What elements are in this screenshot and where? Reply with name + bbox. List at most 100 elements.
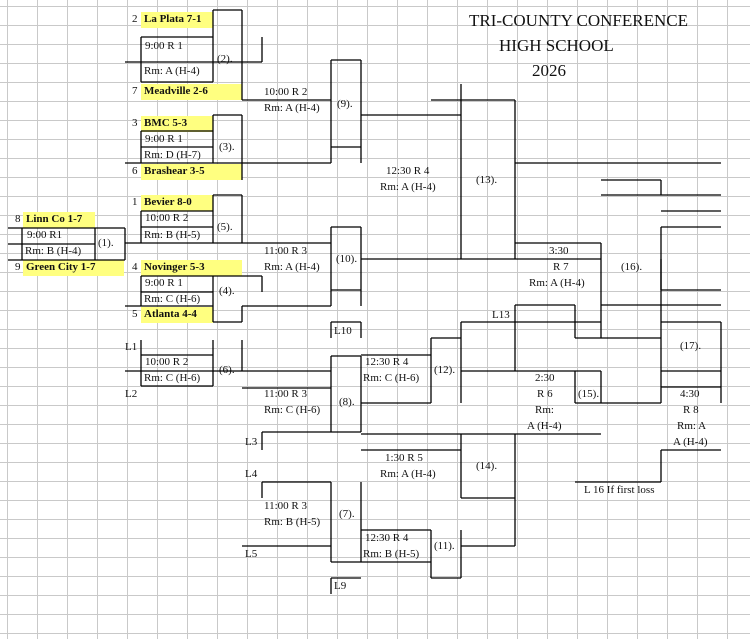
game-6-room: Rm: C (H-6) — [144, 372, 201, 384]
game-4-box — [125, 275, 331, 323]
loser-label-l1: L1 — [125, 341, 138, 353]
loser-label-l13: L13 — [492, 309, 510, 321]
game-1-number: (1). — [98, 237, 114, 249]
game-9-time: 10:00 R 2 — [264, 86, 308, 98]
game-17-box — [660, 322, 722, 403]
game-3-time: 9:00 R 1 — [145, 133, 183, 145]
game-13-number: (13). — [476, 174, 498, 186]
game-4-time: 9:00 R 1 — [145, 277, 183, 289]
game-6-time: 10:00 R 2 — [145, 356, 189, 368]
game-5-box — [125, 194, 331, 244]
game-11-room: Rm: B (H-5) — [363, 548, 420, 560]
game-4-number: (4). — [219, 285, 235, 297]
team-bmc: BMC 5-3 — [141, 116, 213, 132]
game-15-box — [515, 305, 661, 404]
team-atlanta: Atlanta 4-4 — [141, 307, 213, 323]
team-la-plata: La Plata 7-1 — [141, 12, 213, 28]
game-13-time: 12:30 R 4 — [386, 165, 430, 177]
game-14-number: (14). — [476, 460, 498, 472]
game-12-room: Rm: C (H-6) — [363, 372, 420, 384]
game-7-time: 11:00 R 3 — [264, 500, 307, 512]
team-bevier: Bevier 8-0 — [141, 195, 213, 211]
seed-7: 7 — [132, 85, 138, 97]
game-4-room: Rm: C (H-6) — [144, 293, 201, 305]
loser-label-l16: L 16 If first loss — [584, 484, 655, 496]
loser-label-l9: L9 — [334, 580, 347, 592]
game-11-box — [361, 530, 515, 579]
game-5-room: Rm: B (H-5) — [144, 229, 201, 241]
game-5-time: 10:00 R 2 — [145, 212, 189, 224]
game-9-number: (9). — [337, 98, 353, 110]
game-6-number: (6). — [219, 364, 235, 376]
team-novinger: Novinger 5-3 — [141, 260, 242, 276]
game-7-number: (7). — [339, 508, 355, 520]
game-14-time: 1:30 R 5 — [385, 452, 423, 464]
team-meadville: Meadville 2-6 — [141, 84, 242, 100]
game-15-rm: Rm: — [535, 404, 554, 416]
game-1-time: 9:00 R1 — [27, 229, 63, 241]
game-14-box — [361, 433, 601, 546]
loser-label-l2: L2 — [125, 388, 138, 400]
game-3-room: Rm: D (H-7) — [144, 149, 201, 161]
game-11-number: (11). — [434, 540, 455, 552]
game-17-number: (17). — [680, 340, 702, 352]
game-17-time: 4:30 — [680, 388, 700, 400]
game-2-box — [125, 9, 263, 100]
game-17-round: R 8 — [683, 404, 699, 416]
team-linn-co: Linn Co 1-7 — [23, 212, 95, 228]
seed-1: 1 — [132, 196, 138, 208]
game-8-time: 11:00 R 3 — [264, 388, 307, 400]
game-16-time: 3:30 — [549, 245, 569, 257]
title-line-3: 2026 — [532, 61, 566, 80]
game-12-time: 12:30 R 4 — [365, 356, 409, 368]
loser-label-l3: L3 — [245, 436, 258, 448]
seed-6: 6 — [132, 165, 138, 177]
seed-3: 3 — [132, 117, 138, 129]
game-8-room: Rm: C (H-6) — [264, 404, 321, 416]
game-15-number: (15). — [578, 388, 600, 400]
game-16-number: (16). — [621, 261, 643, 273]
game-3-number: (3). — [219, 141, 235, 153]
game-12-box — [361, 304, 601, 403]
loser-label-l10: L10 — [334, 325, 352, 337]
game-7-room: Rm: B (H-5) — [264, 516, 321, 528]
game-17-room: A (H-4) — [673, 436, 708, 448]
game-15-time: 2:30 — [535, 372, 555, 384]
game-7-box — [242, 481, 431, 594]
game-12-number: (12). — [434, 364, 456, 376]
game-14-room: Rm: A (H-4) — [380, 468, 436, 480]
loser-label-l4: L4 — [245, 468, 258, 480]
game-9-box — [242, 59, 515, 163]
game-1-room: Rm: B (H-4) — [25, 245, 82, 257]
game-10-time: 11:00 R 3 — [264, 245, 307, 257]
game-17-rm: Rm: A — [677, 420, 707, 432]
team-brashear: Brashear 3-5 — [141, 164, 242, 180]
title-line-2: HIGH SCHOOL — [499, 36, 614, 55]
team-green-city: Green City 1-7 — [23, 260, 124, 276]
title-line-1: TRI-COUNTY CONFERENCE — [469, 11, 688, 30]
seed-5: 5 — [132, 308, 138, 320]
game-13-room: Rm: A (H-4) — [380, 181, 436, 193]
seed-4: 4 — [132, 261, 138, 273]
loser-label-l5: L5 — [245, 548, 258, 560]
game-9-room: Rm: A (H-4) — [264, 102, 320, 114]
game-16-room: Rm: A (H-4) — [529, 277, 585, 289]
game-1-box — [8, 227, 126, 261]
game-6-box — [125, 340, 331, 387]
game-2-room: Rm: A (H-4) — [144, 65, 200, 77]
game-8-box — [242, 355, 431, 450]
game-5-number: (5). — [217, 221, 233, 233]
game-2-time: 9:00 R 1 — [145, 40, 183, 52]
game-3-box — [125, 114, 331, 180]
seed-9: 9 — [15, 261, 21, 273]
game-15-room: A (H-4) — [527, 420, 562, 432]
game-13-box — [460, 100, 601, 260]
l16-line — [575, 449, 721, 483]
game-16-box — [600, 162, 721, 323]
game-16-round: R 7 — [553, 261, 569, 273]
game-15-round: R 6 — [537, 388, 553, 400]
game-11-time: 12:30 R 4 — [365, 532, 409, 544]
game-10-box — [330, 226, 461, 338]
